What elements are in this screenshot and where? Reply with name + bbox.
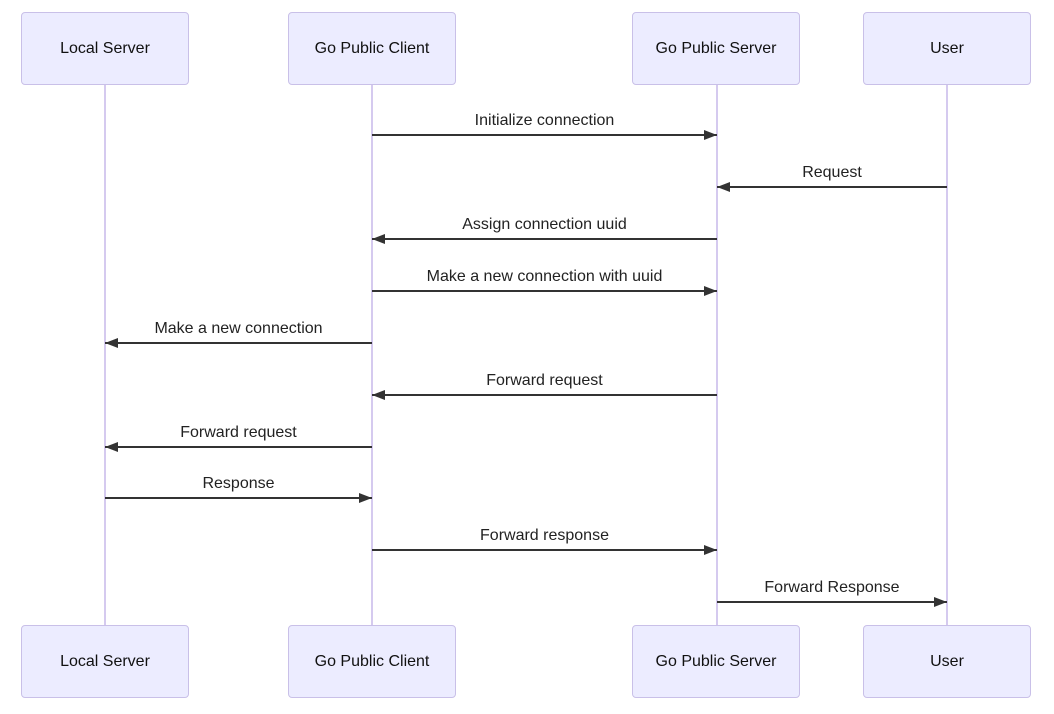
lifeline-go-public-client	[371, 85, 373, 625]
message-forward-request-client-to-local: Forward request	[105, 423, 372, 452]
message-label: Forward request	[180, 424, 297, 441]
arrowhead-right-icon	[704, 286, 717, 296]
arrowhead-left-icon	[105, 442, 118, 452]
lifeline-go-public-server	[716, 85, 718, 625]
message-forward-request-server-to-client: Forward request	[372, 371, 717, 400]
lifeline-local-server	[104, 85, 106, 625]
arrowhead-right-icon	[704, 130, 717, 140]
arrowhead-left-icon	[372, 234, 385, 244]
actor-label: Go Public Client	[314, 652, 430, 670]
actor-box-user-top: User	[863, 12, 1031, 85]
actor-label: Go Public Server	[655, 652, 777, 670]
message-label: Initialize connection	[474, 112, 615, 129]
message-label: Request	[802, 164, 862, 181]
message-initialize-connection: Initialize connection	[372, 111, 717, 140]
actor-label: Go Public Client	[314, 39, 430, 57]
message-arrow	[372, 234, 717, 244]
actor-label: Local Server	[60, 39, 150, 57]
actor-label: Go Public Server	[655, 39, 777, 57]
message-label: Forward Response	[764, 579, 900, 596]
message-label: Forward request	[486, 372, 603, 389]
actor-label: Local Server	[60, 652, 150, 670]
message-arrow	[372, 286, 717, 296]
message-assign-connection-uuid: Assign connection uuid	[372, 215, 717, 244]
message-forward-response: Forward response	[372, 526, 717, 555]
actor-box-local-server-top: Local Server	[21, 12, 189, 85]
message-label: Make a new connection	[154, 320, 323, 337]
message-arrow	[105, 442, 372, 452]
message-label: Response	[202, 475, 275, 492]
message-arrow	[105, 338, 372, 348]
message-make-new-connection: Make a new connection	[105, 319, 372, 348]
message-arrow	[717, 182, 947, 192]
message-label: Assign connection uuid	[462, 216, 627, 233]
arrowhead-right-icon	[359, 493, 372, 503]
message-arrow	[717, 597, 947, 607]
message-response: Response	[105, 474, 372, 503]
arrowhead-left-icon	[717, 182, 730, 192]
actor-box-go-public-server-top: Go Public Server	[632, 12, 800, 85]
lifeline-user	[946, 85, 948, 625]
actor-box-local-server-bottom: Local Server	[21, 625, 189, 698]
message-arrow	[372, 390, 717, 400]
message-arrow	[372, 545, 717, 555]
arrowhead-right-icon	[704, 545, 717, 555]
actor-box-user-bottom: User	[863, 625, 1031, 698]
actor-box-go-public-server-bottom: Go Public Server	[632, 625, 800, 698]
message-request: Request	[717, 163, 947, 192]
message-arrow	[372, 130, 717, 140]
message-make-new-connection-with-uuid: Make a new connection with uuid	[372, 267, 717, 296]
arrowhead-right-icon	[934, 597, 947, 607]
message-label: Make a new connection with uuid	[426, 268, 663, 285]
actor-box-go-public-client-bottom: Go Public Client	[288, 625, 456, 698]
arrowhead-left-icon	[372, 390, 385, 400]
message-label: Forward response	[480, 527, 609, 544]
arrowhead-left-icon	[105, 338, 118, 348]
actor-label: User	[930, 39, 964, 57]
actor-box-go-public-client-top: Go Public Client	[288, 12, 456, 85]
message-forward-response-to-user: Forward Response	[717, 578, 947, 607]
message-arrow	[105, 493, 372, 503]
actor-label: User	[930, 652, 964, 670]
